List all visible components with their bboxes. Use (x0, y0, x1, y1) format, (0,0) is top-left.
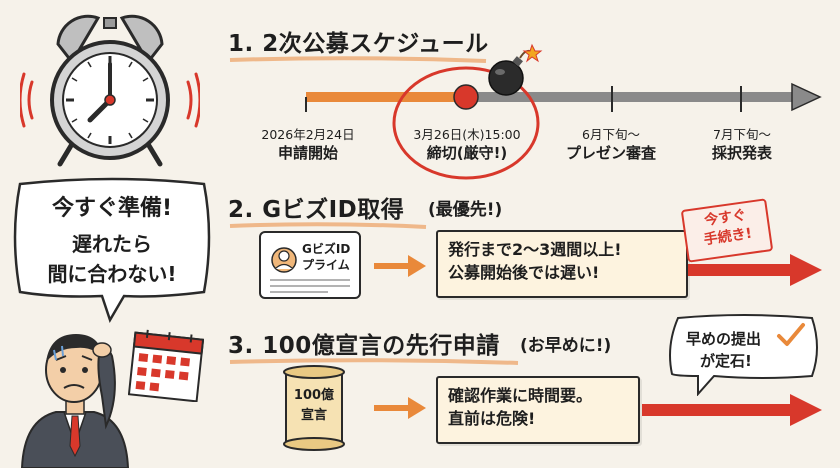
arrow-right-icon (374, 255, 426, 277)
milestone-3: 6月下旬〜 プレゼン審査 (556, 126, 666, 162)
section2-box-line-1: 発行まで2〜3週間以上! (448, 240, 622, 259)
scroll-icon (283, 365, 345, 451)
scroll-line-1: 100億 (293, 388, 335, 403)
milestone-4: 7月下旬〜 採択発表 (690, 126, 794, 162)
title-underline-3 (229, 358, 519, 365)
section2-note: (最優先!) (428, 200, 503, 220)
milestone-label: 締切(厳守!) (426, 144, 508, 162)
worried-businessman-icon (20, 334, 130, 468)
milestone-date: 7月下旬〜 (713, 127, 771, 142)
section2-title: 2. GビズID取得 (228, 197, 405, 223)
red-arrow-3 (642, 394, 822, 426)
milestone-date: 2026年2月24日 (261, 127, 355, 142)
alarm-clock-icon (20, 14, 200, 167)
red-arrow-2 (688, 254, 822, 286)
checkmark-icon (777, 323, 805, 346)
milestone-2: 3月26日(木)15:00 締切(厳守!) (400, 126, 534, 162)
section3-title: 3. 100億宣言の先行申請 (228, 333, 500, 359)
warning-line-1: 今すぐ準備! (51, 196, 173, 221)
milestone-label: 採択発表 (711, 144, 772, 162)
arrow-right-icon (374, 397, 426, 419)
warning-line-3: 間に合わない! (47, 262, 177, 286)
tip-line-1: 早めの提出 (686, 330, 762, 348)
section3-box: 確認作業に時間要。 直前は危険! (436, 376, 640, 444)
id-card-line-1: GビズID (302, 242, 351, 256)
section3-box-line-2: 直前は危険! (448, 409, 536, 428)
milestone-label: プレゼン審査 (565, 144, 656, 162)
title-underline-1 (229, 56, 487, 63)
scroll-line-2: 宣言 (300, 408, 327, 423)
calendar-icon (128, 329, 204, 402)
section2-box: 発行まで2〜3週間以上! 公募開始後では遅い! (436, 230, 688, 298)
milestone-label: 申請開始 (277, 144, 338, 162)
section2-box-line-2: 公募開始後では遅い! (448, 263, 600, 282)
schedule-timeline (305, 82, 822, 112)
milestone-date: 6月下旬〜 (582, 127, 640, 142)
id-card-line-2: プライム (302, 258, 350, 272)
bomb-icon (488, 43, 543, 96)
deadline-highlight-circle (392, 66, 540, 180)
milestone-date: 3月26日(木)15:00 (413, 127, 521, 142)
tip-line-2: が定石! (700, 352, 752, 370)
section1-title: 1. 2次公募スケジュール (228, 31, 489, 57)
section3-box-line-1: 確認作業に時間要。 (448, 386, 593, 405)
id-card-icon (259, 231, 361, 299)
milestone-1: 2026年2月24日 申請開始 (250, 126, 366, 162)
warning-line-2: 遅れたら (72, 232, 152, 256)
title-underline-2 (229, 222, 427, 229)
section3-note: (お早めに!) (520, 336, 612, 356)
warning-bubble (13, 177, 211, 324)
